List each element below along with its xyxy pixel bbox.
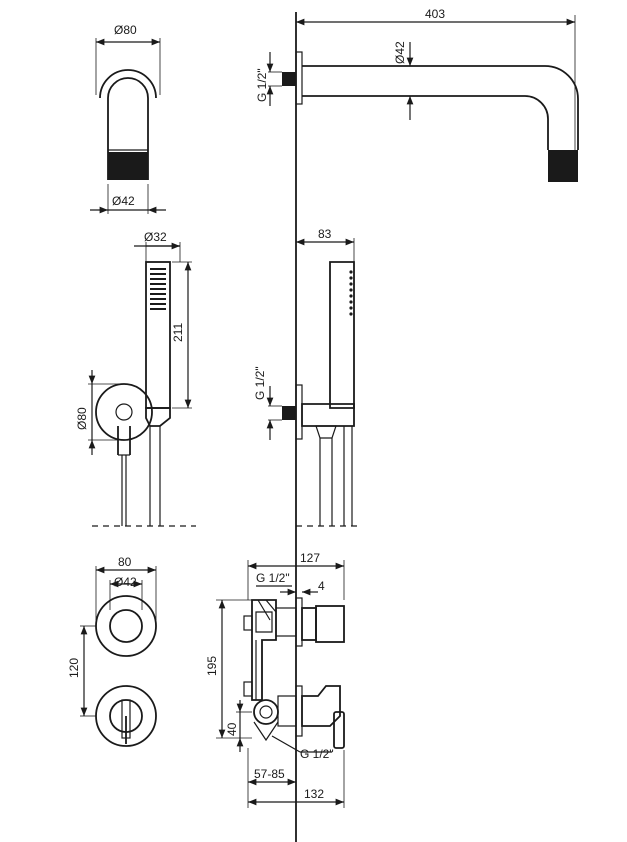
handshower-side-view: 83 G 1/2" bbox=[253, 227, 362, 527]
spout-side-view: 403 G 1/2" Ø42 bbox=[255, 7, 579, 182]
body-height-label: 195 bbox=[205, 656, 219, 676]
spout-front-view: Ø80 Ø42 bbox=[90, 23, 166, 214]
body-thread-bottom-label: G 1/2" bbox=[300, 747, 334, 761]
holder-rosette-dia-label: Ø80 bbox=[75, 407, 89, 430]
body-thread-top-label: G 1/2" bbox=[256, 571, 290, 585]
mixer-knob-dia-label: Ø42 bbox=[114, 575, 137, 589]
mixer-front-view: 80 Ø42 120 bbox=[67, 555, 157, 747]
concealed-body-side-view: 127 G 1/2" 4 195 bbox=[205, 551, 345, 808]
handshower-length-label: 211 bbox=[171, 323, 185, 342]
spout-thread-label: G 1/2" bbox=[255, 68, 269, 102]
side-nozzles bbox=[349, 270, 353, 316]
holder-thread-label: G 1/2" bbox=[253, 366, 267, 400]
body-projection-label: 132 bbox=[304, 787, 324, 801]
spout-pipe-dia-label: Ø42 bbox=[393, 41, 407, 64]
body-depth-total-label: 127 bbox=[300, 551, 320, 565]
mount-depth-range-label: 57-85 bbox=[254, 767, 285, 781]
body-bottom-offset-label: 40 bbox=[225, 722, 239, 736]
spout-rosette-dia-label: Ø80 bbox=[114, 23, 137, 37]
mixer-center-distance-label: 120 bbox=[67, 658, 81, 678]
wall-gap-label: 4 bbox=[318, 579, 325, 593]
handshower-front-view: Ø32 211 Ø80 bbox=[75, 230, 196, 527]
holder-projection-label: 83 bbox=[318, 227, 332, 241]
spout-front-pipe-dia-label: Ø42 bbox=[112, 194, 135, 208]
handshower-dia-label: Ø32 bbox=[144, 230, 167, 244]
handshower-nozzles bbox=[150, 268, 166, 310]
spout-length-label: 403 bbox=[425, 7, 445, 21]
mixer-rosette-dia-label: 80 bbox=[118, 555, 132, 569]
